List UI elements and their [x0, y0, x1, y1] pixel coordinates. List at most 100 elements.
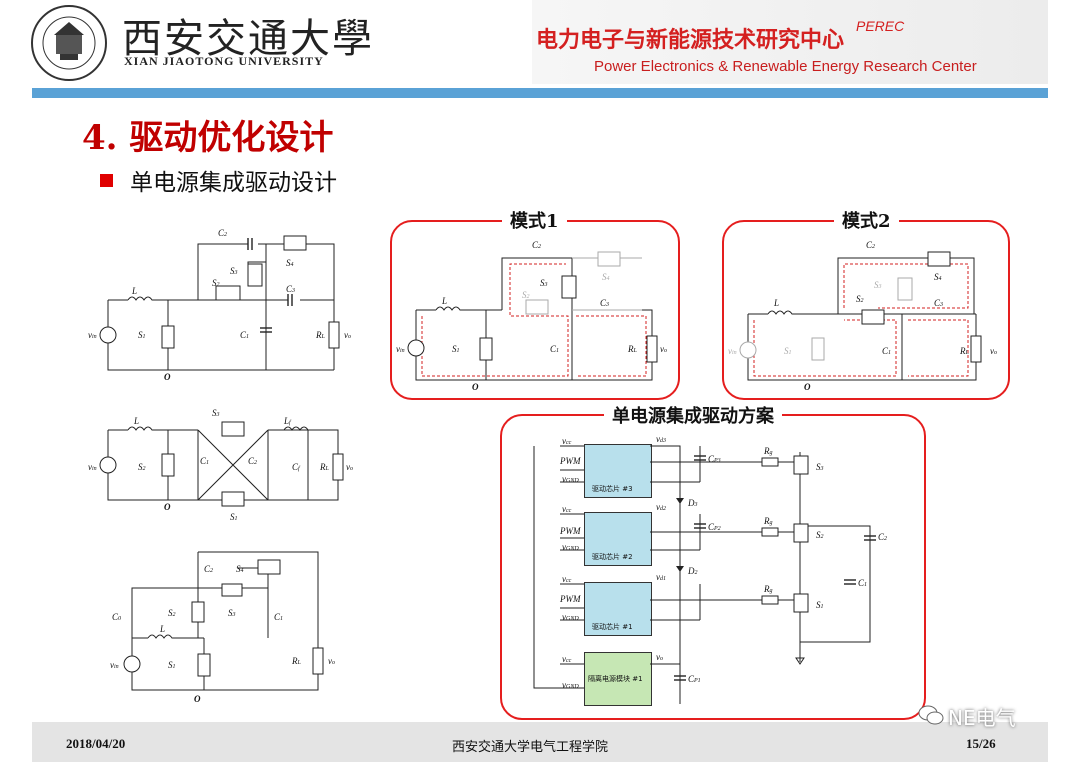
svg-text:vd3: vd3: [656, 434, 666, 444]
svg-text:vin: vin: [110, 660, 119, 670]
svg-text:vo: vo: [344, 330, 351, 340]
svg-text:PWM: PWM: [559, 526, 581, 536]
footer-page-number: 15/26: [966, 736, 996, 751]
slide-title: 4. 驱动优化设计: [82, 118, 334, 158]
svg-text:vin: vin: [88, 462, 97, 472]
driver-chip-3: [584, 444, 652, 498]
svg-text:Lf: Lf: [283, 416, 292, 426]
bullet-square: [100, 174, 113, 187]
svg-text:vo: vo: [990, 346, 997, 356]
circuit-diagram-1: C2 S4 S3 S2 L C3 S1 C1 RL vo vin O: [88, 228, 351, 382]
scheme-circuit: vcc vGND vcc vGND vcc vGND vcc vGND vd3 …: [533, 434, 887, 704]
svg-text:Cf: Cf: [292, 462, 301, 472]
driver-chip-2-label: 驱动芯片 #2: [592, 553, 633, 561]
svg-text:S1: S1: [230, 512, 238, 522]
svg-text:S4: S4: [236, 564, 244, 574]
svg-text:C3: C3: [286, 284, 295, 294]
svg-text:D3: D3: [687, 498, 698, 508]
svg-text:vo: vo: [656, 652, 663, 662]
footer-school: 西安交通大学电气工程学院: [452, 740, 609, 755]
svg-text:O: O: [804, 382, 811, 392]
svg-text:S3: S3: [228, 608, 236, 618]
svg-text:vo: vo: [346, 462, 353, 472]
svg-text:C2: C2: [866, 240, 875, 250]
svg-text:CP2: CP2: [708, 522, 721, 532]
svg-text:C2: C2: [248, 456, 257, 466]
svg-text:S3: S3: [874, 280, 882, 290]
svg-text:S1: S1: [138, 330, 146, 340]
svg-text:C1: C1: [240, 330, 249, 340]
mode1-circuit: C2 S3 S4 S2 C3 L S1 C1 RL vo vin O: [396, 240, 667, 392]
footer-date: 2018/04/20: [66, 736, 126, 751]
svg-text:S4: S4: [602, 272, 610, 282]
driver-chip-3-label: 驱动芯片 #3: [592, 485, 633, 493]
svg-text:C1: C1: [550, 344, 559, 354]
svg-text:vin: vin: [728, 346, 737, 356]
svg-text:vGND: vGND: [562, 680, 579, 690]
circuit-diagram-3: C2 S4 S2 S3 C1 C0 L S1 RL vo vin O: [110, 551, 335, 704]
svg-text:S2: S2: [856, 294, 864, 304]
svg-text:S2: S2: [138, 462, 146, 472]
svg-text:CP1: CP1: [688, 674, 701, 684]
svg-text:L: L: [441, 296, 447, 306]
svg-text:vcc: vcc: [562, 654, 572, 664]
svg-text:RL: RL: [291, 656, 302, 666]
svg-text:L: L: [159, 624, 165, 634]
svg-text:Rg: Rg: [763, 584, 773, 594]
svg-text:S2: S2: [522, 290, 530, 300]
svg-text:S4: S4: [286, 258, 294, 268]
svg-text:S1: S1: [168, 660, 176, 670]
mode2-circuit: C2 S3 S4 S2 C3 L S1 C1 RL vo vin O: [728, 240, 997, 392]
svg-text:vcc: vcc: [562, 436, 572, 446]
isolated-power-module-label: 隔离电源模块 #1: [588, 675, 643, 683]
mode2-title: 模式2: [834, 207, 899, 233]
watermark-label: NE电气: [948, 706, 1016, 730]
svg-text:RL: RL: [315, 330, 326, 340]
svg-text:S3: S3: [212, 408, 220, 418]
svg-text:O: O: [164, 502, 171, 512]
svg-text:vin: vin: [88, 330, 97, 340]
svg-text:C0: C0: [112, 612, 121, 622]
svg-text:C3: C3: [934, 298, 943, 308]
svg-text:vGND: vGND: [562, 474, 579, 484]
svg-text:S2: S2: [816, 530, 824, 540]
svg-text:vd1: vd1: [656, 572, 666, 582]
svg-text:O: O: [472, 382, 479, 392]
svg-text:S1: S1: [784, 346, 792, 356]
wechat-icon: [918, 705, 944, 725]
svg-text:Rg: Rg: [763, 446, 773, 456]
research-center-name-en: Power Electronics & Renewable Energy Res…: [594, 58, 977, 75]
research-center-name-cn: 电力电子与新能源技术研究中心: [536, 28, 845, 53]
svg-text:O: O: [164, 372, 171, 382]
svg-text:C2: C2: [218, 228, 227, 238]
svg-text:CP3: CP3: [708, 454, 721, 464]
svg-text:S4: S4: [934, 272, 942, 282]
svg-text:C1: C1: [858, 578, 867, 588]
svg-text:S3: S3: [540, 278, 548, 288]
svg-text:vo: vo: [328, 656, 335, 666]
svg-text:RL: RL: [627, 344, 638, 354]
svg-text:O: O: [194, 694, 201, 704]
svg-text:S3: S3: [230, 266, 238, 276]
svg-text:vGND: vGND: [562, 542, 579, 552]
research-center-banner: [532, 0, 1048, 84]
svg-text:S2: S2: [212, 278, 220, 288]
slide-bullet-text: 单电源集成驱动设计: [130, 170, 337, 196]
svg-text:C1: C1: [200, 456, 209, 466]
svg-text:C1: C1: [274, 612, 283, 622]
mode1-title: 模式1: [502, 207, 567, 233]
svg-text:PWM: PWM: [559, 594, 581, 604]
scheme-title: 单电源集成驱动方案: [604, 402, 782, 428]
svg-text:S1: S1: [452, 344, 460, 354]
svg-text:vcc: vcc: [562, 504, 572, 514]
header-divider: [32, 88, 1048, 98]
svg-text:Rg: Rg: [763, 516, 773, 526]
svg-text:C2: C2: [532, 240, 541, 250]
university-name-en: XIAN JIAOTONG UNIVERSITY: [124, 54, 324, 68]
svg-text:L: L: [133, 416, 139, 426]
driver-chip-2: [584, 512, 652, 566]
svg-text:vo: vo: [660, 344, 667, 354]
svg-text:S1: S1: [816, 600, 824, 610]
driver-chip-1: [584, 582, 652, 636]
university-name-cn: 西安交通大學: [122, 16, 374, 62]
